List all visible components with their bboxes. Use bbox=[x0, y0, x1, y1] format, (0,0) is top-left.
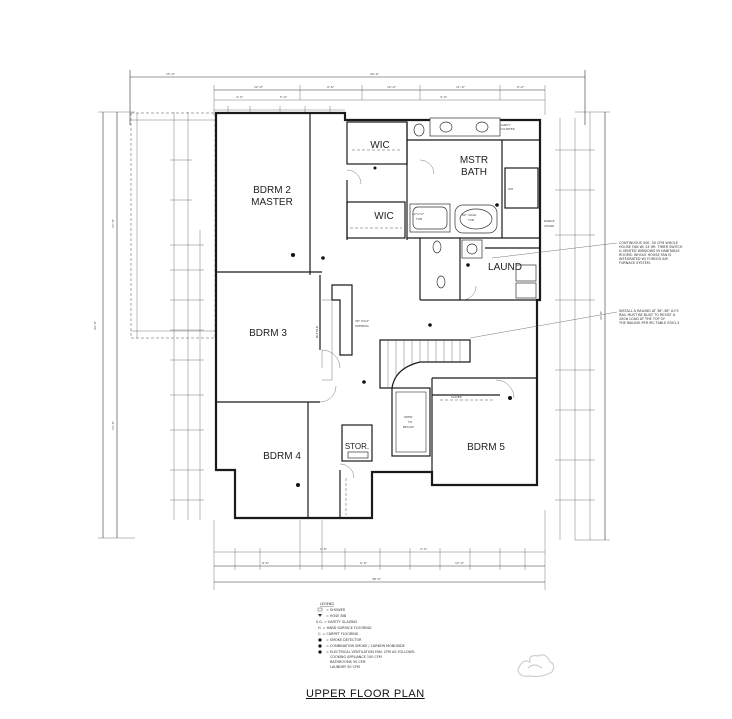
room-laund: LAUND bbox=[488, 262, 522, 273]
label-range2: CHASE bbox=[544, 224, 554, 228]
label-slider: SLIDER bbox=[451, 395, 462, 399]
note2-line1: INSTALL A RAILING AT 36"-38" A.F.F. bbox=[619, 309, 679, 313]
room-bdrm2: BDRM 2 bbox=[253, 185, 291, 196]
fixtures bbox=[345, 117, 537, 515]
watermark-logo-icon bbox=[517, 654, 555, 678]
dim-top-overall: 44'-0" bbox=[370, 72, 380, 76]
label-shower2: TUB bbox=[415, 217, 422, 221]
label-open: OPEN bbox=[404, 415, 412, 419]
legend-heading: LEGEND bbox=[320, 602, 334, 606]
dim-t3c: 3'-0" bbox=[440, 95, 448, 99]
dim-b5: 3'-0" bbox=[420, 547, 428, 551]
fixture-labels: VANITY COUNTER 60" SOAK TUB 42"x72" TUB … bbox=[315, 123, 555, 399]
label-counter: COUNTER bbox=[500, 127, 515, 131]
legend-item-1: = SHOWER bbox=[326, 608, 346, 612]
page-title: UPPER FLOOR PLAN bbox=[306, 688, 425, 700]
room-labels: BDRM 2 MASTER WIC WIC MSTR BATH LAUND BD… bbox=[249, 140, 522, 462]
dim-t3a: 4'-0" bbox=[236, 95, 244, 99]
room-bdrm3: BDRM 3 bbox=[249, 328, 287, 339]
dim-bottom-overall: 38'-0" bbox=[372, 577, 382, 581]
note2-line2: RAIL MUST BE BUILT TO RESIST A bbox=[619, 313, 676, 317]
room-master: MASTER bbox=[251, 197, 293, 208]
dim-top-left: 15'-0" bbox=[166, 72, 176, 76]
note1-line4: ROOMS. WHOLE HOUSE FAN IS bbox=[619, 253, 671, 257]
electrical-symbols bbox=[291, 166, 512, 487]
dim-left-b: 13'-6" bbox=[111, 420, 115, 430]
legend-item-3: S.G. = SAFETY GLAZING bbox=[316, 620, 358, 624]
legend: LEGEND = SHOWER = HOSE BIB S.G. = SAFETY… bbox=[316, 602, 415, 669]
legend-item-9: COOKING APPLIANCE 100 CFM bbox=[330, 655, 382, 659]
dim-t2a: 12'-0" bbox=[254, 85, 264, 89]
stairs bbox=[322, 284, 471, 457]
note2-line4: THE RAILING PER IRC TABLE R301.5 bbox=[618, 321, 679, 325]
room-bath: BATH bbox=[461, 167, 487, 178]
smoke-detector-icon bbox=[318, 638, 322, 642]
label-to: TO bbox=[407, 420, 413, 424]
dim-t3b: 5'-0" bbox=[280, 95, 288, 99]
deck-outline bbox=[130, 112, 216, 339]
label-range: RANGE bbox=[544, 219, 555, 223]
legend-item-7: = COMBINATION SMOKE / CARBON MONOXIDE bbox=[326, 644, 405, 648]
dim-t2b: 9'-6" bbox=[327, 85, 335, 89]
co-detector-icon bbox=[318, 644, 322, 648]
vent-fan-icon bbox=[318, 650, 322, 654]
interior-walls bbox=[216, 113, 540, 518]
room-wic-1: WIC bbox=[370, 140, 389, 151]
legend-item-11: LAUNDRY 50 CFM bbox=[330, 665, 360, 669]
note1-line2: HOUSE FAN W/ 24 HR. TIMER SWITCH bbox=[619, 245, 683, 249]
label-below: BELOW bbox=[403, 425, 414, 429]
label-bifold: BI-FOLD bbox=[315, 325, 319, 338]
label-opening2: OPENING bbox=[355, 324, 369, 328]
room-mstr: MSTR bbox=[460, 155, 488, 166]
legend-item-4: H. = HARD SURFACE FLOORING bbox=[318, 626, 372, 630]
label-wh: WH bbox=[508, 187, 513, 191]
shower-icon bbox=[317, 607, 323, 612]
dim-b4: 2'-6" bbox=[320, 547, 328, 551]
note1-line6: FURNACE SYSTEM. bbox=[619, 261, 651, 265]
dim-t2c: 10'-0" bbox=[387, 85, 397, 89]
dim-t2d: 11'-0" bbox=[456, 85, 466, 89]
dim-left-a: 15'-0" bbox=[111, 218, 115, 228]
label-tub2: TUB bbox=[467, 218, 474, 222]
room-stor: STOR. bbox=[345, 442, 369, 451]
legend-item-5: C. = CARPET FLOORING bbox=[318, 632, 359, 636]
dim-t2e: 6'-0" bbox=[517, 85, 525, 89]
dim-b3: 12'-0" bbox=[455, 561, 465, 565]
door-swings bbox=[319, 159, 515, 479]
legend-item-2: = HOSE BIB bbox=[326, 614, 347, 618]
room-bdrm5: BDRM 5 bbox=[467, 442, 505, 453]
callout-notes: CONTINUOUS 50E, 50 CFM WHOLE HOUSE FAN W… bbox=[469, 241, 683, 339]
note1-line3: & VENTED WINDOWS IN HABITABLE bbox=[619, 249, 680, 253]
dim-b1: 8'-6" bbox=[262, 561, 270, 565]
note1-line5: INTEGRATED W/ FORCED AIR bbox=[619, 257, 668, 261]
label-shower: 42"x72" bbox=[412, 212, 425, 216]
label-opening: 36" HALF bbox=[355, 319, 369, 323]
note2-line3: 200# LOAD AT THE TOP OF bbox=[619, 317, 665, 321]
hose-bib-icon bbox=[318, 614, 322, 617]
legend-item-8: = ELECTRICAL VENTILATION FAN: CFM AS FOL… bbox=[326, 650, 415, 654]
label-vanity: VANITY bbox=[500, 123, 511, 127]
dim-right-overall: 44'-0" bbox=[599, 310, 603, 320]
dimension-lines: 15'-0" 44'-0" 12'-0" 9'-6" 10'-0" 11'-0"… bbox=[93, 70, 610, 590]
dim-b2: 9'-6" bbox=[360, 561, 368, 565]
note1-line1: CONTINUOUS 50E, 50 CFM WHOLE bbox=[619, 241, 678, 245]
room-bdrm4: BDRM 4 bbox=[263, 451, 301, 462]
room-wic-2: WIC bbox=[374, 211, 393, 222]
legend-item-10: BATHROOMS 50 CFM bbox=[330, 660, 366, 664]
dim-left-overall: 44'-0" bbox=[93, 320, 97, 330]
label-tub: 60" SOAK bbox=[462, 213, 477, 217]
legend-item-6: = SMOKE DETECTOR bbox=[326, 638, 362, 642]
